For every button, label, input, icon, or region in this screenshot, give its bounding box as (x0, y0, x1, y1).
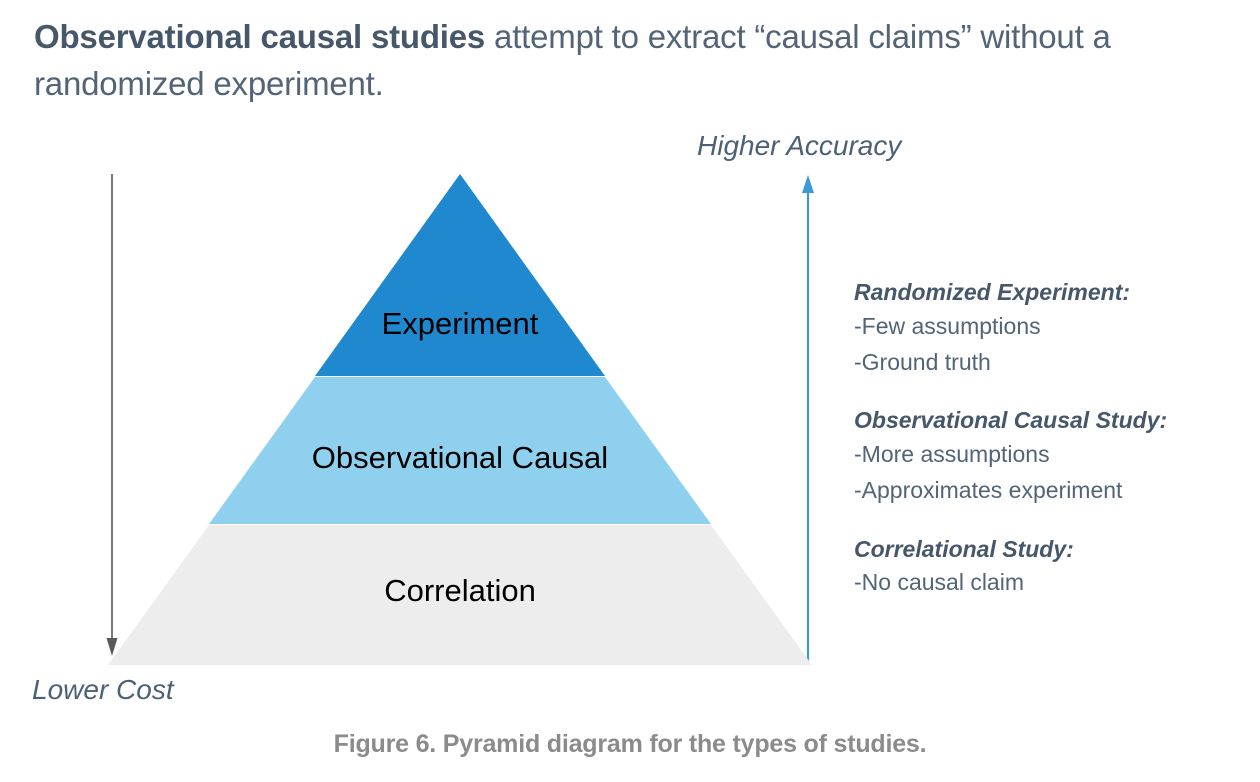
annotation-item: -Approximates experiment (854, 476, 1123, 503)
pyramid-label-correlation: Correlation (384, 573, 536, 608)
pyramid-tier-correlation (108, 525, 812, 665)
heading-rest: attempt to extract “causal claims” witho… (34, 18, 1111, 102)
annotation-item: -Ground truth (854, 348, 991, 375)
figure-caption: Figure 6. Pyramid diagram for the types … (333, 730, 927, 758)
annotation-list: Randomized Experiment: -Few assumptions … (854, 276, 1254, 601)
lower-cost-label: Lower Cost (32, 674, 174, 705)
pyramid-label-observational-causal: Observational Causal (311, 440, 609, 475)
up-arrow-icon (802, 175, 814, 665)
higher-accuracy-axis (792, 168, 828, 673)
annotation-item: -More assumptions (854, 441, 1050, 468)
lower-cost-axis (96, 168, 132, 668)
pyramid-diagram: Experiment Observational Causal Correlat… (100, 168, 820, 673)
annotation-title: Correlational Study: (854, 535, 1074, 562)
pyramid-tier-observational (209, 377, 711, 524)
figure-heading: Observational causal studies attempt to … (34, 14, 1164, 108)
annotation-item: -Few assumptions (854, 312, 1041, 339)
pyramid-shape (108, 174, 812, 665)
annotation-correlational-study: Correlational Study: -No causal claim (854, 533, 1254, 602)
higher-accuracy-label: Higher Accuracy (697, 130, 902, 161)
pyramid-label-experiment: Experiment (381, 306, 539, 341)
heading-emphasis: Observational causal studies (34, 18, 486, 55)
annotation-item: -No causal claim (854, 569, 1024, 596)
annotation-title: Observational Causal Study: (854, 407, 1168, 434)
pyramid-tier-experiment (315, 174, 605, 376)
annotation-randomized-experiment: Randomized Experiment: -Few assumptions … (854, 276, 1254, 380)
annotation-title: Randomized Experiment: (854, 279, 1131, 305)
down-arrow-icon (106, 174, 118, 656)
annotation-observational-causal-study: Observational Causal Study: -More assump… (854, 404, 1254, 508)
